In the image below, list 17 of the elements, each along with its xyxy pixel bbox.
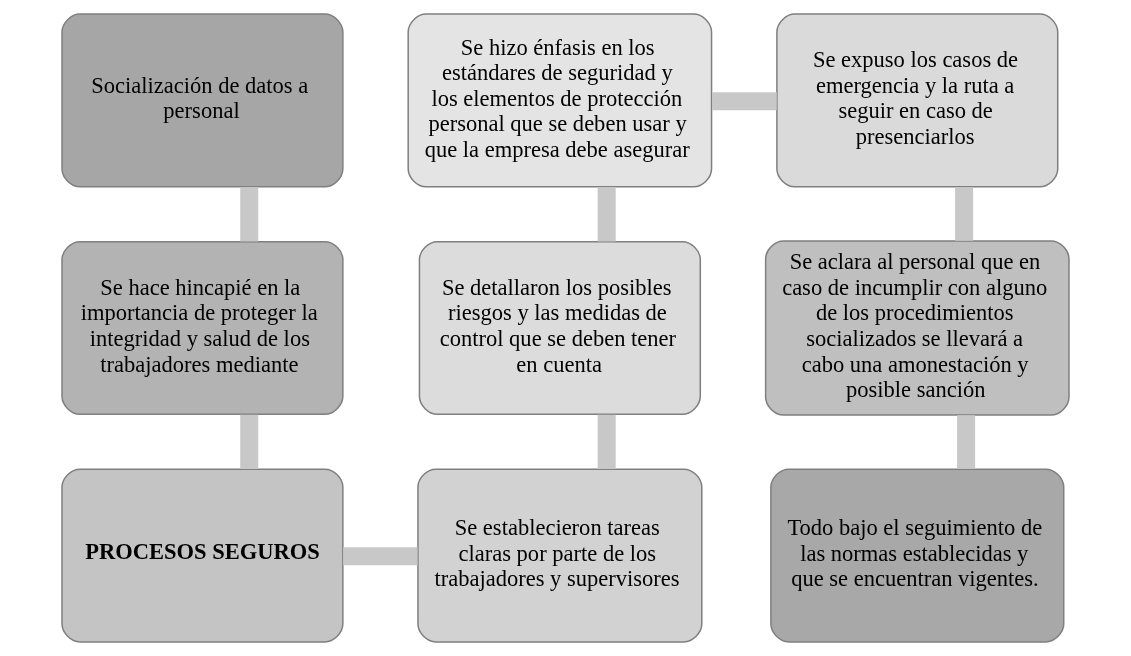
connector (955, 187, 974, 241)
node-box: Se expuso los casos de emergencia y la ruta a seguir en caso de presenciarlos (776, 13, 1059, 188)
connector (597, 187, 616, 242)
connector (597, 414, 616, 470)
node-box: Se hace hincapié en la importancia de proteger la integridad y salud de los trabajadores mediante (61, 240, 344, 416)
connector (240, 187, 259, 242)
connector (711, 92, 777, 111)
node-box: Socialización de datos a personal (61, 13, 344, 188)
connector (240, 414, 259, 470)
node-box: Se hizo énfasis en los estándares de seguridad y los elementos de protección personal que se deben usar y que la empresa debe asegurar (407, 13, 713, 188)
connector (343, 547, 418, 566)
node-box: PROCESOS SEGUROS (61, 468, 344, 643)
node-box: Se detallaron los posibles riesgos y las medidas de control que se deben tener en cuenta (418, 240, 702, 416)
node-box: Todo bajo el seguimiento de las normas establecidas y que se encuentran vigentes. (770, 468, 1065, 643)
node-box: Se establecieron tareas claras por parte de los trabajadores y supervisores (417, 468, 703, 643)
connector (957, 415, 976, 469)
node-box: Se aclara al personal que en caso de incumplir con alguno de los procedimientos socializados se llevará a cabo una amonestación y posible sanción (764, 240, 1070, 416)
